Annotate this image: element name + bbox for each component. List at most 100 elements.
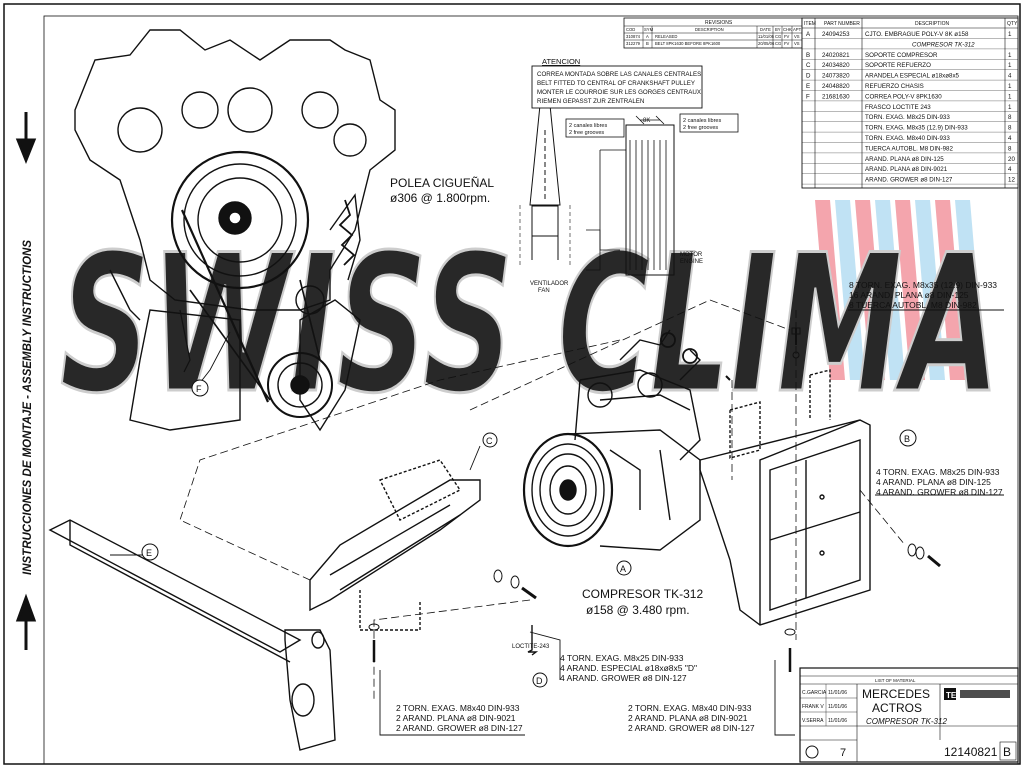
fan-label: VENTILADOR (530, 281, 569, 287)
company-logo-icon (944, 688, 956, 700)
title-line-1: MERCEDES (862, 687, 930, 701)
callout-line: 8 TUERCA AUTOBL. M8 DIN-982 (849, 300, 977, 310)
arrow-up-icon (15, 593, 37, 650)
rev-cell: VS (794, 41, 800, 46)
parts-cell: 1 (1008, 93, 1012, 100)
compressor-title: COMPRESOR TK-312 (582, 587, 703, 601)
parts-header-qty: QTY (1007, 21, 1018, 27)
rev-cell: A (646, 34, 649, 39)
parts-cell: 8 (1008, 125, 1012, 132)
callout-line: 2 TORN. EXAG. M8x40 DIN-933 (396, 703, 520, 713)
callout-line: 2 ARAND. GROWER ø8 DIN-127 (396, 723, 523, 733)
callout-bottom-center: 2 TORN. EXAG. M8x40 DIN-933 2 ARAND. PLA… (628, 703, 755, 733)
callout-line: 4 ARAND. ESPECIAL ø18xø8x5 "D" (560, 663, 697, 673)
rev-cell: CG (775, 41, 781, 46)
rev-cell: CG (775, 34, 781, 39)
callout-line: 4 ARAND. GROWER ø8 DIN-127 (560, 673, 687, 683)
rev-cell: 312279 (626, 41, 641, 46)
parts-cell: 1 (1008, 83, 1012, 90)
rev-cell: FV (784, 34, 790, 39)
title-block: LIST OF MATERIAL C.GARCIA FRANK V V.SERR… (799, 667, 1019, 763)
callout-center-low: 4 TORN. EXAG. M8x25 DIN-933 4 ARAND. ESP… (560, 653, 697, 683)
parts-cell: SOPORTE COMPRESOR (865, 52, 938, 59)
rev-cell: 310874 (626, 34, 641, 39)
balloon-f-label: F (196, 384, 202, 394)
title-line-2: ACTROS (872, 701, 922, 715)
parts-header-description: DESCRIPTION (915, 21, 950, 27)
revisions-title: REVISIONS (705, 20, 733, 26)
parts-cell: TORN. EXAG. M8x25 DIN-933 (865, 114, 950, 121)
parts-cell: ARAND. GROWER ø8 DIN-127 (865, 177, 953, 184)
parts-cell: TORN. EXAG. M8x40 DIN-933 (865, 135, 950, 142)
loctite-label: LOCTITE-243 (512, 644, 550, 650)
parts-cell: 1 (1008, 104, 1012, 111)
side-strip: INSTRUCCIONES DE MONTAJE - ASSEMBLY INST… (15, 112, 37, 650)
parts-cell: COMPRESOR TK-312 (912, 41, 975, 48)
rev-cell: 20/05/06 (758, 41, 775, 46)
parts-cell: 12 (1008, 177, 1015, 184)
parts-cell: 4 (1008, 166, 1012, 173)
rev-cell: RELEASED (655, 34, 677, 39)
parts-cell: 24034820 (822, 62, 850, 69)
parts-cell: 1 (1008, 52, 1012, 59)
attention-title: ATENCION (542, 57, 580, 66)
rev-header: BY (775, 27, 781, 32)
assembly-path-lines (179, 299, 906, 700)
callout-line: 2 ARAND. PLANA ø8 DIN-9021 (396, 713, 516, 723)
balloons: A B C D E F (141, 379, 917, 688)
parts-cell: 1 (1008, 31, 1012, 38)
projection-symbol-icon (805, 745, 819, 759)
callout-bottom-left: 2 TORN. EXAG. M8x40 DIN-933 2 ARAND. PLA… (396, 703, 523, 733)
watermark-text: SWISS CLIMA (60, 214, 1000, 435)
parts-cell: REFUERZO CHASIS (865, 83, 924, 90)
rev-header: APT (793, 27, 802, 32)
approved-by: V.SERRA (802, 718, 824, 724)
drawing-number: 12140821 (944, 745, 998, 759)
parts-cell: 1 (1008, 62, 1012, 69)
attention-line-de: RIEMEN GEPASST ZUR ZENTRALEN (537, 98, 644, 105)
balloon-b-label: B (904, 434, 910, 444)
list-title: LIST OF MATERIAL (875, 678, 916, 683)
callout-line: 2 TORN. EXAG. M8x40 DIN-933 (628, 703, 752, 713)
callout-mid-right: 4 TORN. EXAG. M8x25 DIN-933 4 ARAND. PLA… (876, 467, 1003, 497)
callout-line: 2 ARAND. PLANA ø8 DIN-9021 (628, 713, 748, 723)
rev-header: DESCRIPTION (695, 27, 724, 32)
parts-cell: 21681630 (822, 93, 850, 100)
rev-cell: B (646, 41, 649, 46)
drawn-date: 11/01/06 (828, 690, 847, 696)
parts-cell: TORN. EXAG. M8x35 (12.9) DIN-933 (865, 125, 968, 132)
callout-line: 4 ARAND. PLANA ø8 DIN-125 (876, 477, 991, 487)
logo-mark: TE (946, 691, 957, 700)
attention-note: ATENCION CORREA MONTADA SOBRE LAS CANALE… (531, 57, 703, 109)
rev-cell: BELT 8PK1630 BEFORE 8PK1600 (655, 41, 721, 46)
compressor-drawing (522, 329, 701, 551)
parts-cell: ARAND. PLANA ø8 DIN-9021 (865, 166, 948, 173)
right-groove-note: 2 canales libres (683, 118, 721, 124)
parts-cell: E (806, 83, 810, 90)
motor-label: MOTOR (680, 252, 703, 258)
rev-cell: VS (794, 34, 800, 39)
parts-cell: 24020821 (822, 52, 850, 59)
revisions-table: REVISIONS COD SYM DESCRIPTION DATE BY CH… (623, 17, 803, 49)
parts-cell: ARAND. PLANA ø8 DIN-125 (865, 156, 944, 163)
parts-cell: D (806, 73, 811, 80)
right-groove-note-en: 2 free grooves (683, 125, 718, 131)
parts-cell: 24048820 (822, 83, 850, 90)
parts-cell: SOPORTE REFUERZO (865, 62, 931, 69)
callout-line: 4 ARAND. GROWER ø8 DIN-127 (876, 487, 1003, 497)
side-label: INSTRUCCIONES DE MONTAJE - ASSEMBLY INST… (22, 240, 34, 575)
balloon-c-label: C (486, 436, 493, 446)
engine-drawing (74, 29, 396, 432)
drawing-subtitle: COMPRESOR TK-312 (866, 717, 947, 726)
parts-cell: F (806, 93, 810, 100)
attention-line-fr: MONTER LE COURROIE SUR LES GORGES CENTRA… (537, 89, 701, 96)
balloon-d: D (532, 672, 548, 688)
balloon-e: E (141, 543, 159, 561)
compressor-spec: ø158 @ 3.480 rpm. (586, 603, 690, 617)
fasteners-drawing (368, 327, 941, 672)
engine-label: ENGINE (680, 259, 703, 265)
drawn-by: C.GARCIA (802, 690, 827, 696)
